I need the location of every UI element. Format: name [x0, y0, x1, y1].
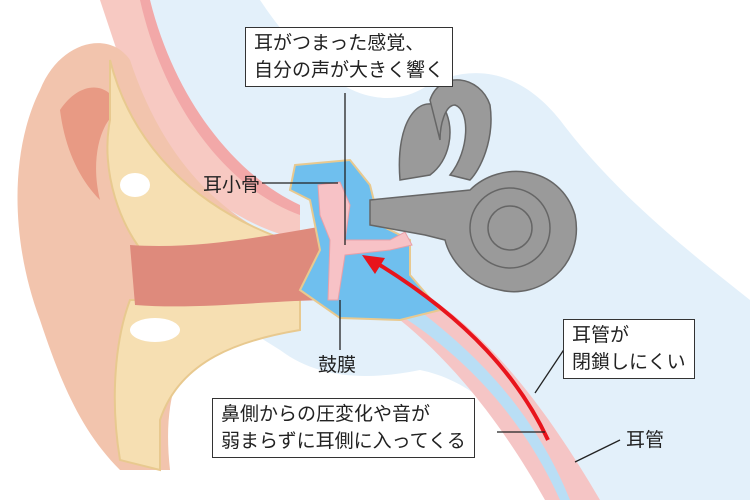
eustachian-lumen: [400, 300, 570, 500]
arrow-head-icon: [362, 255, 385, 274]
pressure-callout: 鼻側からの圧変化や音が 弱まらずに耳側に入ってくる: [212, 398, 475, 458]
callout-line: 閉鎖しにくい: [572, 351, 686, 373]
callout-line: 耳管が: [572, 324, 630, 346]
callout-line: 弱まらずに耳側に入ってくる: [221, 430, 466, 452]
inner-ear: [369, 79, 578, 293]
cartilage-hole: [120, 173, 150, 197]
leader-lines: [262, 93, 621, 463]
callout-line: 鼻側からの圧変化や音が: [221, 403, 431, 425]
ossicles-label: 耳小骨: [203, 174, 261, 196]
ear-canal: [130, 225, 335, 307]
eustachian-tube-label: 耳管: [626, 429, 665, 451]
tube-callout: 耳管が 閉鎖しにくい: [563, 319, 695, 379]
callout-line: 耳がつまった感覚、: [254, 32, 425, 54]
cartilage-hole: [130, 318, 180, 342]
auricle-fold: [60, 87, 120, 200]
pressure-arrow: [373, 260, 550, 441]
sensation-callout: 耳がつまった感覚、 自分の声が大きく響く: [245, 27, 454, 87]
callout-line: 自分の声が大きく響く: [254, 59, 445, 81]
eardrum-label: 鼓膜: [318, 354, 357, 376]
ossicles: [317, 181, 413, 301]
cartilage-lower: [113, 299, 301, 472]
